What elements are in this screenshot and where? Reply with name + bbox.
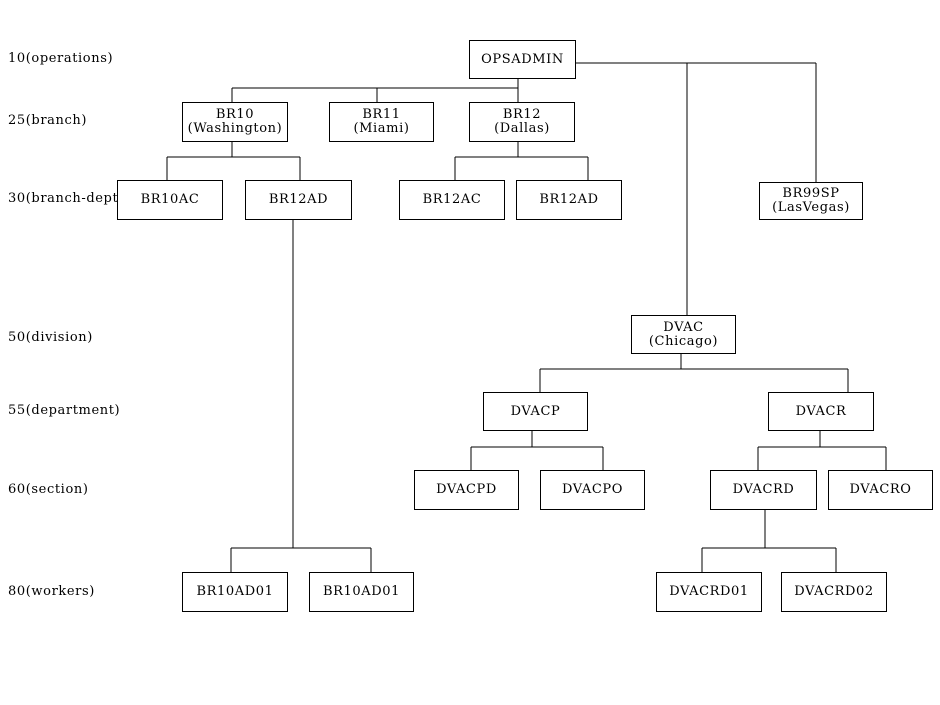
node-name: BR12AC (422, 192, 482, 208)
node-name: BR10AC (140, 192, 200, 208)
node-dvac: DVAC (Chicago) (631, 315, 736, 354)
node-name: BR12 (502, 107, 542, 123)
node-name: BR99SP (782, 186, 840, 202)
node-dvacrd: DVACRD (710, 470, 817, 510)
level-label-operations: 10(operations) (8, 51, 114, 66)
node-dvacr: DVACR (768, 392, 874, 431)
node-dvacpo: DVACPO (540, 470, 645, 510)
node-br12: BR12 (Dallas) (469, 102, 575, 142)
node-br12ad-right: BR12AD (516, 180, 622, 220)
level-label-branch-dept: 30(branch-dept) (8, 191, 124, 206)
node-dvacpd: DVACPD (414, 470, 519, 510)
node-city: (Chicago) (648, 333, 719, 349)
node-city: (Washington) (187, 121, 283, 136)
node-br99sp: BR99SP (LasVegas) (759, 182, 863, 220)
node-name: DVACR (795, 403, 847, 419)
node-city: (Miami) (353, 121, 410, 136)
node-dvacp: DVACP (483, 392, 588, 431)
node-name: DVAC (663, 319, 704, 335)
level-label-section: 60(section) (8, 482, 89, 497)
node-opsadmin: OPSADMIN (469, 40, 576, 79)
node-name: DVACRD02 (794, 584, 874, 600)
node-name: BR10AD01 (322, 584, 401, 600)
node-name: DVACPD (436, 482, 497, 498)
node-br12ad-left: BR12AD (245, 180, 352, 220)
node-br10ad01-b: BR10AD01 (309, 572, 414, 612)
node-city: (LasVegas) (772, 200, 850, 215)
node-br12ac: BR12AC (399, 180, 505, 220)
level-label-branch: 25(branch) (8, 113, 87, 128)
node-name: DVACRD (732, 482, 795, 498)
node-br10ac: BR10AC (117, 180, 223, 220)
node-dvacrd01: DVACRD01 (656, 572, 762, 612)
node-dvacrd02: DVACRD02 (781, 572, 887, 612)
level-label-division: 50(division) (8, 330, 93, 345)
node-name: BR12AD (268, 192, 329, 208)
node-name: DVACP (510, 403, 561, 419)
level-label-workers: 80(workers) (8, 584, 95, 599)
node-name: BR11 (362, 107, 401, 123)
node-br10: BR10 (Washington) (182, 102, 288, 142)
node-dvacro: DVACRO (828, 470, 933, 510)
node-name: BR10 (215, 107, 255, 123)
node-name: OPSADMIN (481, 51, 564, 67)
node-name: DVACRO (849, 482, 912, 498)
node-name: BR10AD01 (196, 584, 274, 600)
node-name: DVACPO (561, 482, 624, 498)
node-br10ad01-a: BR10AD01 (182, 572, 288, 612)
node-br11: BR11 (Miami) (329, 102, 434, 142)
node-name: DVACRD01 (669, 584, 749, 600)
node-city: (Dallas) (494, 121, 550, 136)
node-name: BR12AD (539, 192, 599, 208)
level-label-department: 55(department) (8, 403, 121, 418)
